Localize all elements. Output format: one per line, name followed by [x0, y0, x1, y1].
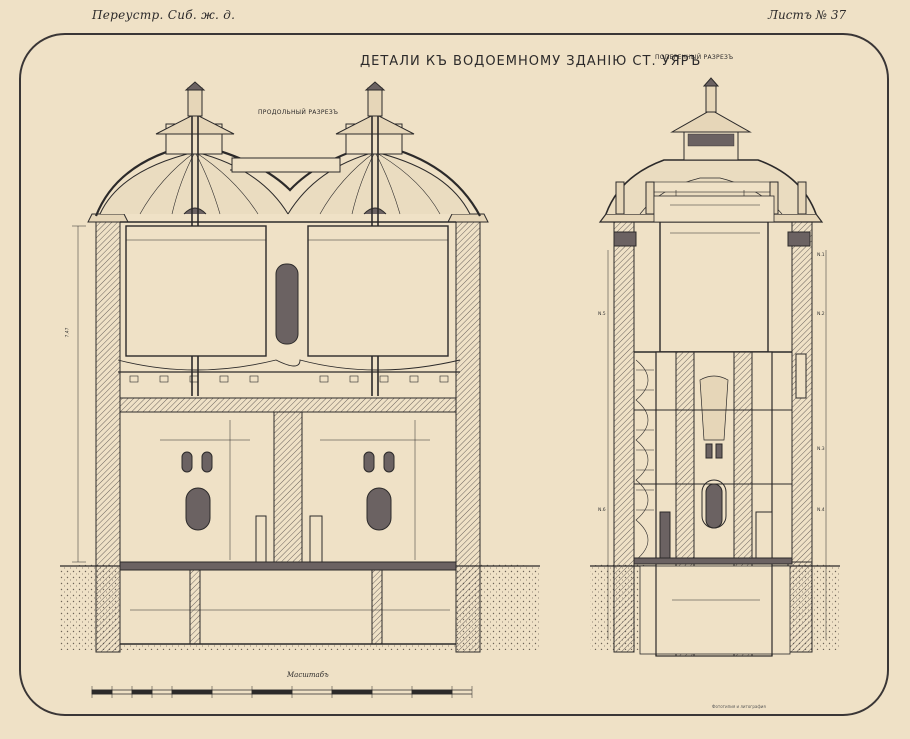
spiral-stair: [635, 359, 654, 561]
level-mark-6: N.6: [598, 508, 606, 513]
cross-left-wall: [613, 221, 635, 653]
level-mark-3: N.3: [817, 447, 825, 452]
level-mark-4: N.4: [817, 508, 825, 513]
longitudinal-section-label: ПРОДОЛЬНЫЙ РАЗРЕЗЪ: [258, 109, 339, 116]
longitudinal-section: [60, 81, 540, 653]
cross-section: [590, 77, 840, 657]
right-wall: [455, 221, 481, 653]
cross-section-label: ПОПЕРЕЧНЫЙ РАЗРЕЗЪ: [655, 54, 734, 61]
sheet-frame: [19, 33, 889, 716]
header-left: Переустр. Сиб. ж. д.: [92, 8, 236, 22]
header-right: Листъ № 37: [768, 8, 847, 22]
lower-room-right: [301, 411, 457, 563]
printer-note: Фототипия и литография: [712, 704, 766, 709]
level-mark-2: N.2: [817, 312, 825, 317]
cross-tank: [659, 221, 769, 353]
level-mark-1: N.1: [817, 253, 825, 258]
lower-room-left: [119, 411, 275, 563]
scale-bar: [91, 686, 473, 698]
scale-label: Масштабъ: [287, 671, 329, 679]
tank-left: [125, 225, 267, 357]
left-wall: [95, 221, 121, 653]
tank-right: [307, 225, 449, 357]
level-mark-5: N.5: [598, 312, 606, 317]
tall-window: [275, 263, 299, 345]
drawing-title: ДЕТАЛИ КЪ ВОДОЕМНОМУ ЗДАНІЮ СТ. УЯРЪ: [360, 54, 702, 69]
